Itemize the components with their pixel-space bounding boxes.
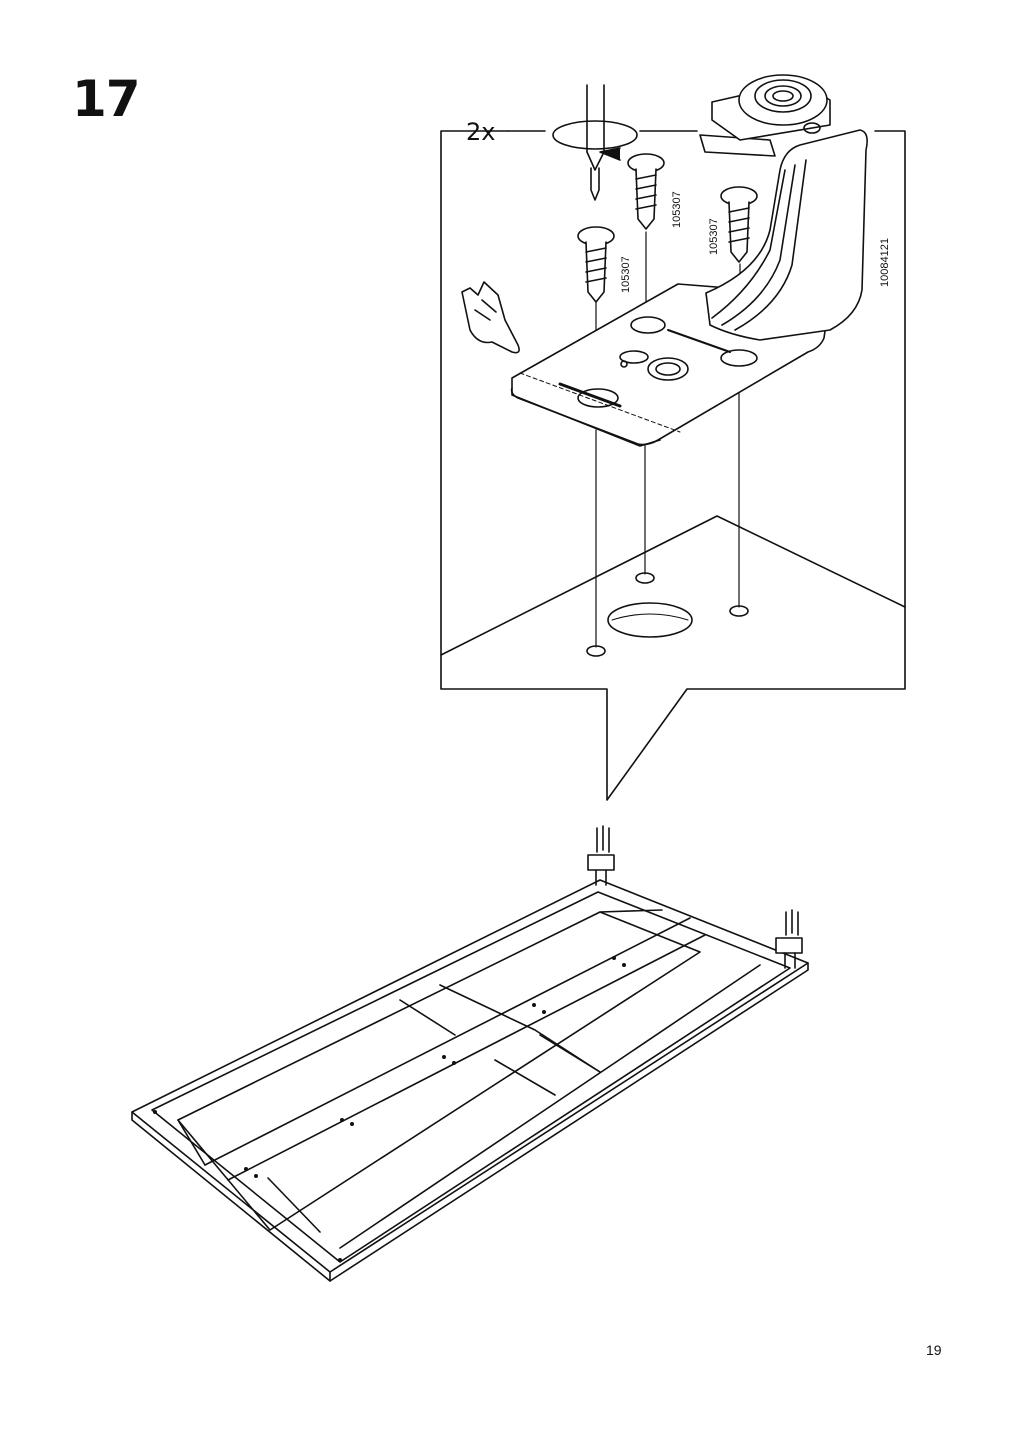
part-number-label: 105307 (620, 256, 632, 293)
part-number-label: 10084121 (879, 238, 891, 287)
mini-bracket (587, 825, 615, 886)
floor-corner (440, 515, 906, 656)
detail-callout-frame (440, 130, 906, 801)
mini-bracket (775, 909, 803, 969)
panel-assembly (131, 879, 809, 1282)
hand-pointing-icon (461, 281, 520, 354)
step-number: 17 (72, 70, 141, 128)
floor-large-hole (607, 602, 693, 638)
page-number: 19 (926, 1342, 942, 1358)
panel-holes (153, 956, 626, 1262)
screwdriver-icon (552, 84, 638, 201)
part-number-label: 105307 (708, 218, 720, 255)
screw-icon (720, 186, 758, 263)
foot-bracket (699, 74, 868, 341)
quantity-label: 2x (466, 118, 495, 146)
part-number-label: 105307 (671, 191, 683, 228)
screw-icon (577, 226, 615, 303)
screw-icon (627, 153, 665, 230)
